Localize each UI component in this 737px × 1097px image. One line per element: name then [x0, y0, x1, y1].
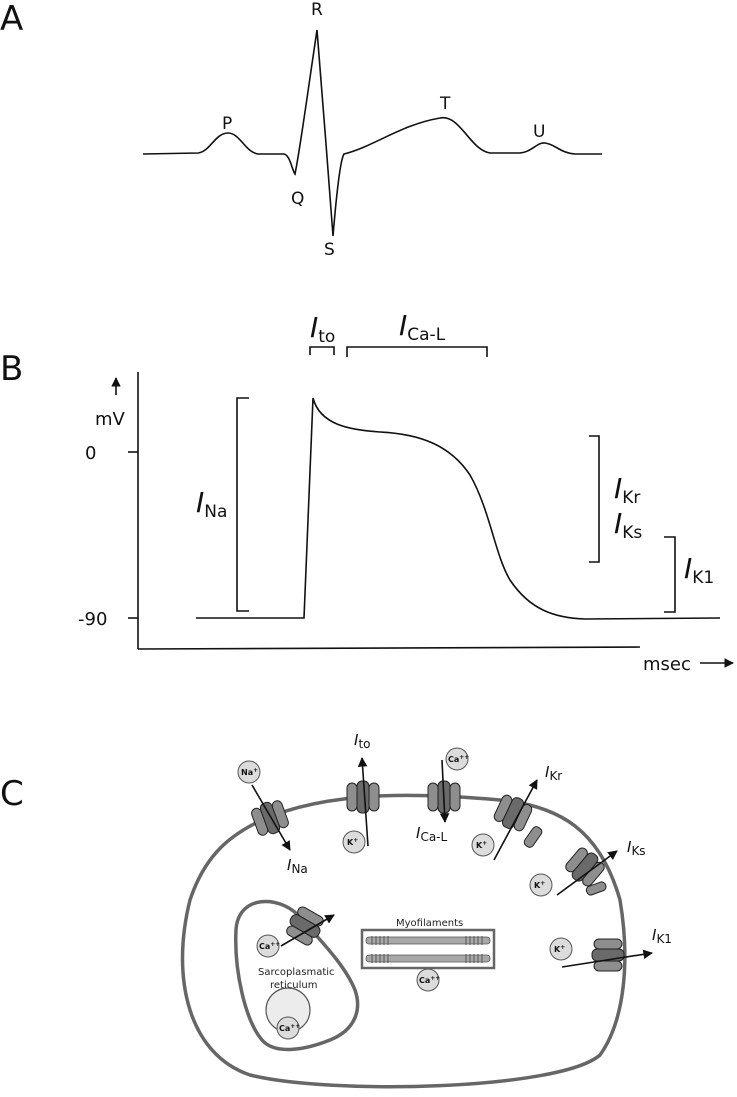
kr-k-ion: K+ [471, 833, 495, 857]
cell-iks-label: IKs [627, 838, 646, 858]
y-axis-label: mV [95, 409, 126, 430]
panel-c-label: C [0, 774, 24, 814]
ap-ical-label: ICa-L [399, 309, 446, 345]
myofilaments [360, 928, 496, 970]
y-tick-label-minus-90: -90 [78, 609, 107, 630]
kr-channel [493, 779, 543, 861]
cell-ikr-label: IKr [545, 763, 562, 783]
ikr-iks-bracket [589, 435, 600, 563]
k1-k-ion: K+ [549, 937, 573, 961]
ecg-t-label: T [439, 94, 451, 114]
myofilament-ca-ion: Ca++ [416, 968, 440, 992]
na-ion: Na+ [237, 760, 261, 784]
svg-text:K+: K+ [554, 944, 565, 954]
na-channel [251, 784, 291, 851]
panel-a: A P Q R S T U [0, 0, 602, 260]
svg-text:Ca++: Ca++ [419, 975, 440, 985]
myofilaments-label: Myofilaments [396, 918, 463, 929]
k1-channel [561, 938, 653, 972]
cal-ca-ion: Ca++ [445, 747, 469, 771]
x-axis [137, 646, 641, 650]
ap-ina-label: INa [196, 486, 227, 522]
ecg-p-label: P [222, 114, 232, 134]
cell-ina-label: INa [287, 856, 308, 876]
svg-text:K+: K+ [476, 840, 487, 850]
cell-ito-label: Ito [354, 731, 370, 751]
ap-ito-label: Ito [310, 311, 335, 347]
y-tick-label-0: 0 [85, 443, 96, 464]
svg-text:Na+: Na+ [241, 767, 258, 777]
x-axis-label: msec [643, 654, 691, 675]
ap-iks-label: IKs [614, 507, 642, 543]
panel-a-label: A [0, 0, 23, 39]
sr-label-line1: Sarcoplasmatic [258, 967, 335, 978]
ik1-bracket [664, 536, 676, 613]
panel-c: C Sarcoplasmatic reticulum Myofilaments [0, 731, 672, 1089]
ecg-q-label: Q [291, 189, 304, 209]
cell-ical-label: ICa-L [416, 824, 448, 844]
ecg-r-label: R [311, 0, 323, 20]
cal-channel [427, 759, 461, 823]
ryr-channel [280, 906, 335, 947]
ical-bracket [346, 346, 488, 357]
ina-bracket [236, 397, 249, 612]
svg-text:Ca++: Ca++ [448, 754, 469, 764]
ito-bracket [309, 346, 335, 355]
ks-k-ion: K+ [529, 873, 553, 897]
ito-channel [346, 757, 380, 847]
ecg-trace [142, 29, 602, 237]
sr-store-ca-ion: Ca++ [276, 1016, 300, 1040]
svg-text:K+: K+ [534, 880, 545, 890]
sarcoplasmic-reticulum [234, 899, 360, 1052]
ks-channel [556, 847, 618, 896]
cell-ik1-label: IK1 [652, 926, 672, 946]
ito-k-ion: K+ [342, 830, 366, 854]
action-potential-trace [196, 397, 721, 620]
panel-b-label: B [0, 349, 23, 389]
svg-text:Ca++: Ca++ [259, 941, 280, 951]
ap-ik1-label: IK1 [684, 552, 714, 588]
ap-ikr-label: IKr [614, 472, 640, 508]
svg-text:Ca++: Ca++ [279, 1023, 300, 1033]
cell-membrane [180, 793, 627, 1089]
panel-b: B 0 -90 mV msec Ito ICa-L INa [0, 309, 734, 675]
ecg-s-label: S [324, 240, 335, 260]
svg-text:K+: K+ [347, 837, 358, 847]
sr-label-line2: reticulum [270, 980, 317, 991]
ecg-u-label: U [533, 122, 545, 142]
sr-ca-ion: Ca++ [256, 934, 280, 958]
